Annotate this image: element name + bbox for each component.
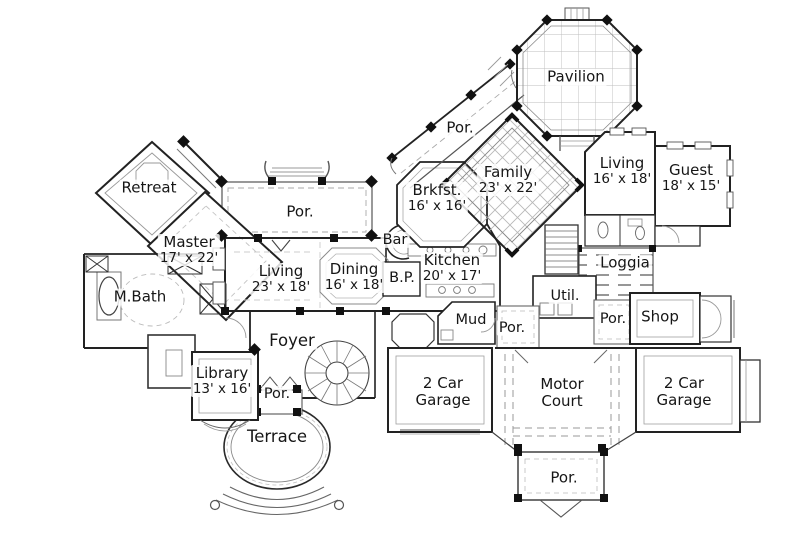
terrace-shape (209, 404, 345, 516)
room-label-porch-shop: Por. (597, 310, 629, 328)
room-label-loggia: Loggia (598, 253, 652, 272)
room-label-porch-front: Por. (284, 202, 316, 221)
room-label-utility: Util. (548, 287, 582, 305)
room-label-retreat: Retreat (119, 178, 179, 197)
room-label-porch-diagonal: Por. (444, 118, 476, 137)
room-label-pavilion: Pavilion (545, 67, 607, 86)
room-label-porch-entry: Por. (261, 385, 293, 403)
room-label-garage-left: 2 Car Garage (409, 375, 477, 409)
stairs (544, 224, 579, 275)
room-label-motor-court: Motor Court (528, 376, 596, 410)
room-label-master-bath: M.Bath (111, 287, 169, 306)
room-label-porch-bottom: Por. (548, 468, 580, 487)
room-label-foyer: Foyer (267, 330, 317, 351)
room-label-mud: Mud (453, 311, 489, 329)
room-label-porch-mud: Por. (496, 319, 528, 337)
room-label-garage-right: 2 Car Garage (650, 375, 718, 409)
foyer-area (249, 311, 376, 406)
room-label-butlers-pantry: B.P. (387, 269, 417, 287)
columns (215, 175, 390, 315)
room-label-breakfast: Brkfst.16' x 16' (405, 181, 469, 214)
room-label-bar: Bar (380, 231, 410, 249)
room-label-terrace: Terrace (244, 426, 310, 447)
front-porch (221, 160, 373, 239)
room-label-shop: Shop (639, 307, 681, 326)
